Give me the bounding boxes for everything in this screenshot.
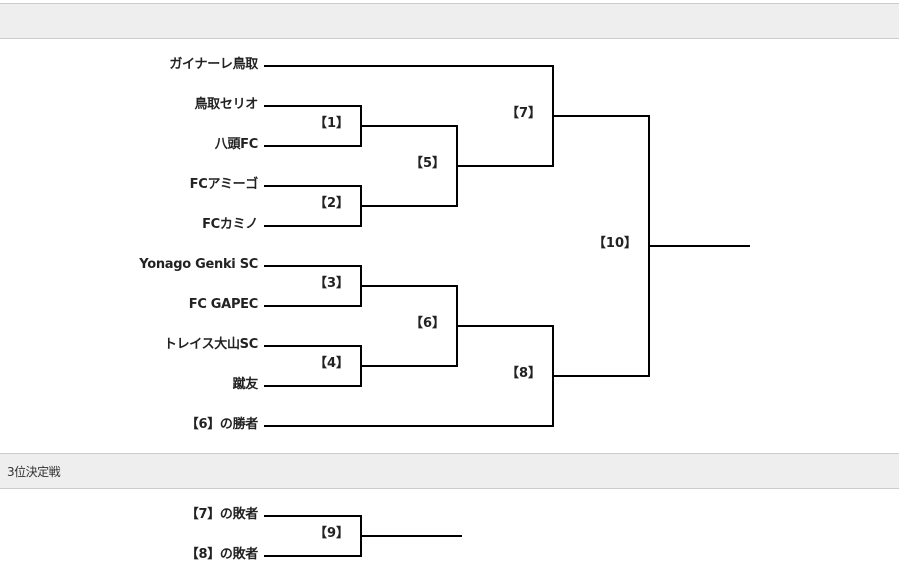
main-team-name: トレイス大山SC bbox=[163, 337, 258, 352]
main-team-name: 八頭FC bbox=[214, 137, 259, 152]
section-title-third-place: 3位決定戦 bbox=[7, 465, 61, 479]
third-place-section-header: 3位決定戦 bbox=[0, 453, 899, 489]
match-label-9: 【9】 bbox=[313, 526, 349, 541]
match-label-7: 【7】 bbox=[505, 106, 541, 121]
match-label-3: 【3】 bbox=[313, 276, 349, 291]
bracket-section-header bbox=[0, 3, 899, 39]
main-team-name: ガイナーレ鳥取 bbox=[169, 57, 258, 72]
match-label-4: 【4】 bbox=[313, 356, 349, 371]
main-team-name: FCアミーゴ bbox=[189, 177, 259, 192]
match-label-1: 【1】 bbox=[313, 116, 349, 131]
match-label-8: 【8】 bbox=[505, 366, 541, 381]
main-team-name: 蹴友 bbox=[232, 377, 259, 392]
main-team-name: FCカミノ bbox=[202, 217, 258, 232]
match-label-10: 【10】 bbox=[592, 236, 637, 251]
third-team-name: 【7】の敗者 bbox=[185, 507, 259, 522]
match-label-5: 【5】 bbox=[409, 156, 445, 171]
main-team-name: Yonago Genki SC bbox=[139, 257, 258, 272]
main-team-name: FC GAPEC bbox=[188, 297, 259, 312]
main-team-name: 【6】の勝者 bbox=[185, 417, 259, 432]
match-label-6: 【6】 bbox=[409, 316, 445, 331]
match-label-2: 【2】 bbox=[313, 196, 349, 211]
third-team-name: 【8】の敗者 bbox=[185, 547, 259, 562]
main-team-name: 鳥取セリオ bbox=[194, 97, 258, 112]
